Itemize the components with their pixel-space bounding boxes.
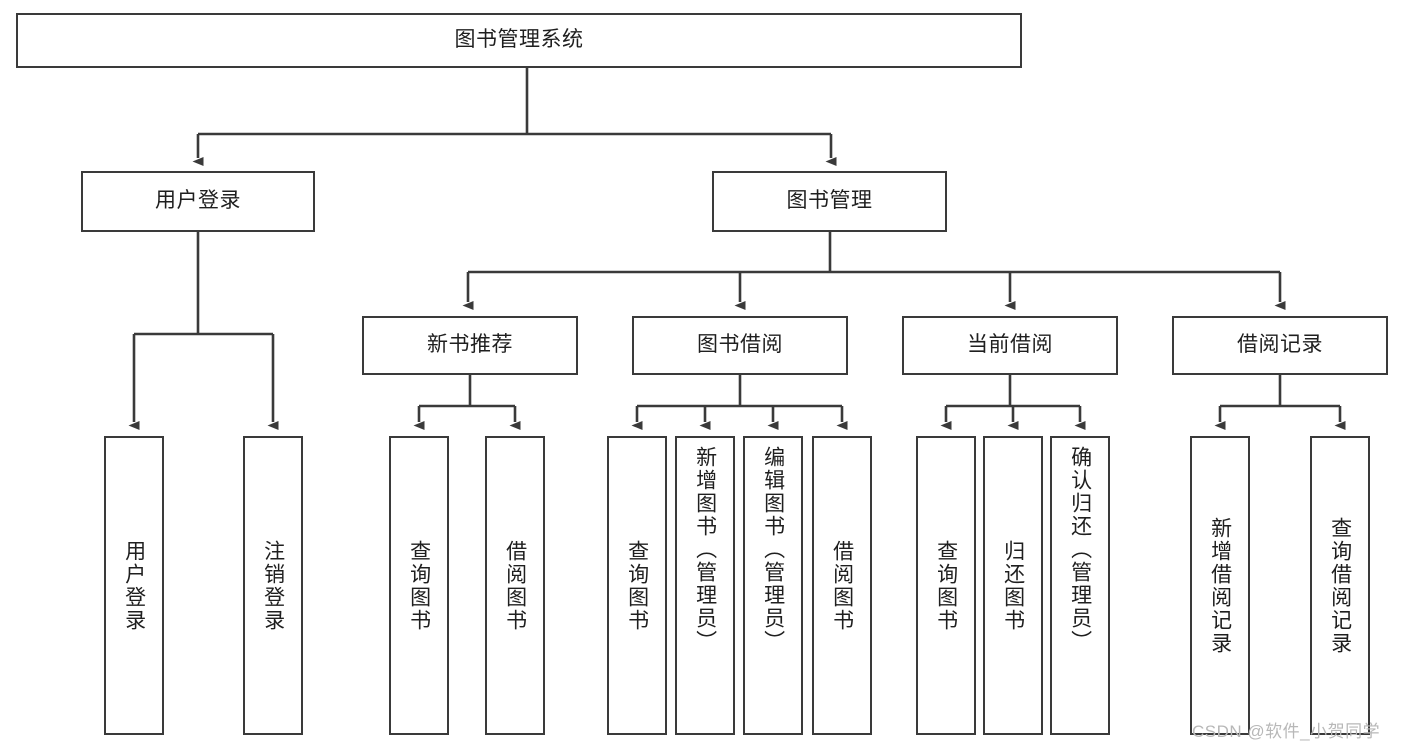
node-borrow-record[interactable]: 借阅记录 — [1172, 316, 1388, 375]
node-leaf-add-book[interactable]: 新增图书（管理员） — [675, 436, 735, 735]
node-new-book-recommend-label: 新书推荐 — [427, 333, 513, 357]
node-leaf-borrow-book-1-label: 借阅图书 — [503, 539, 527, 632]
node-book-borrow[interactable]: 图书借阅 — [632, 316, 848, 375]
node-leaf-query-record-label: 查询借阅记录 — [1328, 516, 1352, 655]
node-new-book-recommend[interactable]: 新书推荐 — [362, 316, 578, 375]
node-leaf-query-record[interactable]: 查询借阅记录 — [1310, 436, 1370, 735]
node-leaf-confirm-return-label: 确认归还（管理员） — [1068, 446, 1092, 653]
node-current-borrow-label: 当前借阅 — [967, 333, 1053, 357]
node-leaf-borrow-book-2-label: 借阅图书 — [830, 539, 854, 632]
node-leaf-query-book-2-label: 查询图书 — [625, 539, 649, 632]
node-leaf-user-login-label: 用户登录 — [122, 539, 146, 632]
node-leaf-return-book[interactable]: 归还图书 — [983, 436, 1043, 735]
node-user-login[interactable]: 用户登录 — [81, 171, 315, 232]
node-leaf-confirm-return[interactable]: 确认归还（管理员） — [1050, 436, 1110, 735]
node-leaf-query-book-2[interactable]: 查询图书 — [607, 436, 667, 735]
node-leaf-logout-label: 注销登录 — [261, 539, 285, 632]
node-borrow-record-label: 借阅记录 — [1237, 333, 1323, 357]
node-leaf-user-login[interactable]: 用户登录 — [104, 436, 164, 735]
node-root-label: 图书管理系统 — [454, 28, 584, 52]
node-leaf-return-book-label: 归还图书 — [1001, 539, 1025, 632]
node-leaf-logout[interactable]: 注销登录 — [243, 436, 303, 735]
node-book-manage[interactable]: 图书管理 — [712, 171, 947, 232]
node-book-borrow-label: 图书借阅 — [697, 333, 783, 357]
node-leaf-edit-book-label: 编辑图书（管理员） — [761, 446, 785, 653]
node-leaf-add-record[interactable]: 新增借阅记录 — [1190, 436, 1250, 735]
node-leaf-query-book-3[interactable]: 查询图书 — [916, 436, 976, 735]
node-current-borrow[interactable]: 当前借阅 — [902, 316, 1118, 375]
node-leaf-add-record-label: 新增借阅记录 — [1208, 516, 1232, 655]
node-leaf-query-book-1-label: 查询图书 — [407, 539, 431, 632]
node-leaf-edit-book[interactable]: 编辑图书（管理员） — [743, 436, 803, 735]
node-leaf-borrow-book-2[interactable]: 借阅图书 — [812, 436, 872, 735]
node-leaf-borrow-book-1[interactable]: 借阅图书 — [485, 436, 545, 735]
csdn-watermark: CSDN @软件_小贺同学 — [1192, 722, 1381, 741]
node-user-login-label: 用户登录 — [155, 189, 241, 213]
node-leaf-query-book-3-label: 查询图书 — [934, 539, 958, 632]
node-leaf-add-book-label: 新增图书（管理员） — [693, 446, 717, 653]
node-leaf-query-book-1[interactable]: 查询图书 — [389, 436, 449, 735]
node-book-manage-label: 图书管理 — [786, 189, 873, 213]
node-root[interactable]: 图书管理系统 — [16, 13, 1022, 68]
